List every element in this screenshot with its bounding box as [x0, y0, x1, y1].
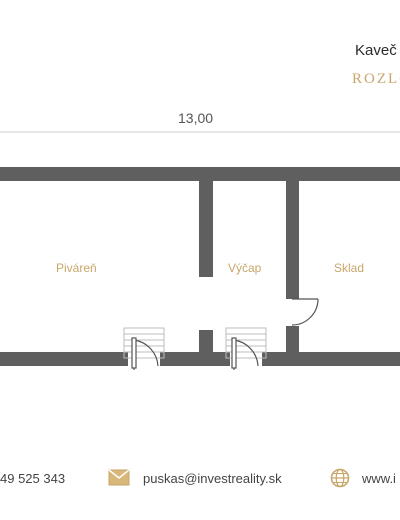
room-label-storage: Sklad	[334, 261, 365, 275]
storage-door	[291, 298, 319, 326]
dimension-label: 13,00	[178, 110, 214, 126]
entrance-door-right	[231, 337, 259, 370]
room-label-pub: Piváreň	[56, 261, 97, 275]
footer-phone[interactable]: 49 525 343	[0, 471, 66, 486]
footer-email[interactable]: puskas@investreality.sk	[143, 471, 282, 486]
stairs-left	[123, 327, 165, 359]
envelope-icon	[108, 469, 130, 486]
room-label-tap: Výčap	[228, 261, 262, 275]
entrance-door-left	[131, 337, 159, 370]
top-wall	[0, 167, 400, 181]
storage-wall-lower	[286, 326, 299, 352]
bottom-wall-middle	[160, 352, 230, 366]
globe-icon	[330, 468, 350, 488]
storage-wall-upper	[286, 181, 299, 299]
bottom-wall-left	[0, 352, 128, 366]
interior-wall-lower	[199, 330, 213, 352]
interior-wall-upper	[199, 181, 213, 277]
bottom-wall-right	[262, 352, 400, 366]
page-subtitle: ROZLO	[352, 71, 400, 87]
footer-website[interactable]: www.i	[362, 471, 396, 486]
page-title: Kaveč	[355, 42, 397, 59]
